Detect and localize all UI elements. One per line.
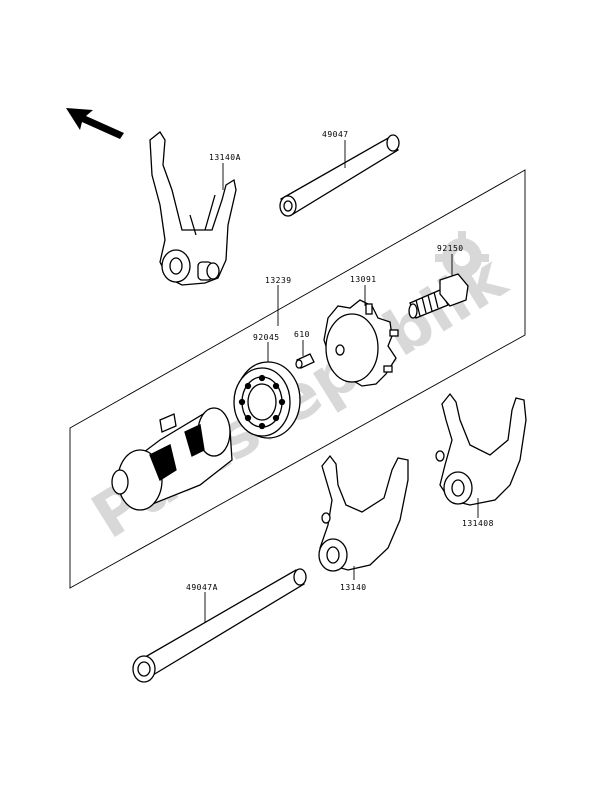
bearing-92045 bbox=[233, 361, 301, 439]
label-drum-group: 13239 bbox=[265, 276, 292, 285]
arrow-icon bbox=[66, 108, 124, 139]
label-pin: 610 bbox=[294, 330, 310, 339]
label-shaft-bottom: 49047A bbox=[186, 583, 218, 592]
label-fork-a: 13140A bbox=[209, 153, 241, 162]
pin-610 bbox=[295, 353, 315, 369]
shaft-49047 bbox=[279, 134, 400, 217]
label-bearing: 92045 bbox=[253, 333, 280, 342]
shaft-49047A bbox=[132, 568, 307, 683]
bolt-92150 bbox=[408, 273, 469, 319]
shift-drum bbox=[111, 407, 233, 511]
shift-fork-131408 bbox=[435, 392, 527, 506]
shift-fork-13140 bbox=[318, 454, 409, 572]
label-shaft-top: 49047 bbox=[322, 130, 349, 139]
label-fork-c: 13140 bbox=[340, 583, 367, 592]
shift-fork-13140A bbox=[149, 131, 237, 286]
group-frame bbox=[69, 169, 526, 589]
label-plate: 13091 bbox=[350, 275, 377, 284]
label-fork-b: 131408 bbox=[462, 519, 494, 528]
plate-13091 bbox=[323, 299, 399, 387]
label-bolt: 92150 bbox=[437, 244, 464, 253]
